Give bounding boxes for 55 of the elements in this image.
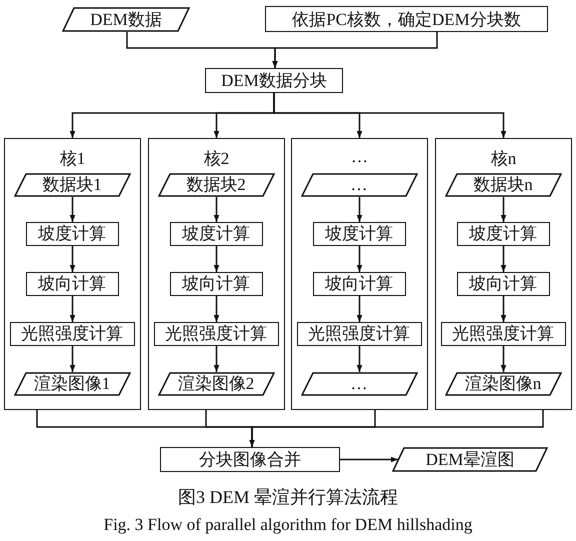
arrow — [249, 410, 544, 447]
process-box: 依据PC核数，确定DEM分块数 — [265, 6, 548, 32]
arrow — [70, 246, 76, 272]
data-parallelogram: … — [300, 172, 418, 196]
figure-caption: 图3 DEM 晕渲并行算法流程 — [178, 487, 398, 507]
arrow — [214, 197, 220, 222]
panel-title: … — [350, 147, 369, 167]
arrow — [70, 197, 76, 222]
process-box: 光照强度计算 — [296, 322, 422, 346]
arrow — [214, 246, 220, 272]
arrow — [500, 346, 506, 372]
process-box: 坡度计算 — [312, 222, 406, 246]
panel-title: 核n — [490, 148, 518, 170]
arrow — [500, 296, 506, 322]
process-box: 坡向计算 — [312, 272, 406, 296]
data-parallelogram: DEM数据 — [62, 7, 190, 32]
process-box: 坡度计算 — [26, 222, 118, 246]
arrow — [340, 456, 398, 462]
arrow — [500, 246, 506, 272]
panel-title: 核1 — [58, 148, 86, 170]
process-box: 光照强度计算 — [154, 322, 278, 346]
english-caption: Fig. 3 Flow of parallel algorithm for DEM hillshading — [104, 515, 472, 534]
core-panel — [4, 138, 141, 410]
process-box: 光照强度计算 — [440, 322, 566, 346]
data-parallelogram: … — [300, 372, 418, 396]
data-parallelogram: 渲染图像2 — [158, 372, 274, 396]
arrow — [500, 197, 506, 222]
process-box: 光照强度计算 — [10, 322, 134, 346]
core-panel — [291, 138, 428, 410]
arrow — [272, 32, 438, 68]
process-box: 坡向计算 — [26, 272, 118, 296]
arrow — [356, 197, 362, 222]
data-parallelogram: 渲染图像1 — [14, 372, 130, 396]
data-parallelogram: 数据块2 — [158, 172, 274, 196]
data-parallelogram: 渲染图像n — [444, 372, 562, 396]
process-box: 坡向计算 — [456, 272, 550, 296]
arrow — [214, 296, 220, 322]
data-parallelogram: DEM晕渲图 — [392, 447, 548, 472]
arrow — [70, 296, 76, 322]
process-box: 坡向计算 — [170, 272, 262, 296]
arrow — [70, 346, 76, 372]
arrow — [273, 93, 506, 138]
data-parallelogram: 数据块1 — [14, 172, 130, 196]
arrow — [356, 296, 362, 322]
core-panel — [435, 138, 572, 410]
panel-title: 核2 — [202, 148, 230, 170]
data-parallelogram: 数据块n — [444, 172, 562, 196]
core-panel — [148, 138, 285, 410]
process-box: DEM数据分块 — [205, 68, 343, 93]
arrow — [356, 246, 362, 272]
arrow — [214, 346, 220, 372]
process-box: 坡度计算 — [456, 222, 550, 246]
process-box: 坡度计算 — [170, 222, 262, 246]
process-box: 分块图像合并 — [160, 447, 340, 472]
arrow — [356, 346, 362, 372]
